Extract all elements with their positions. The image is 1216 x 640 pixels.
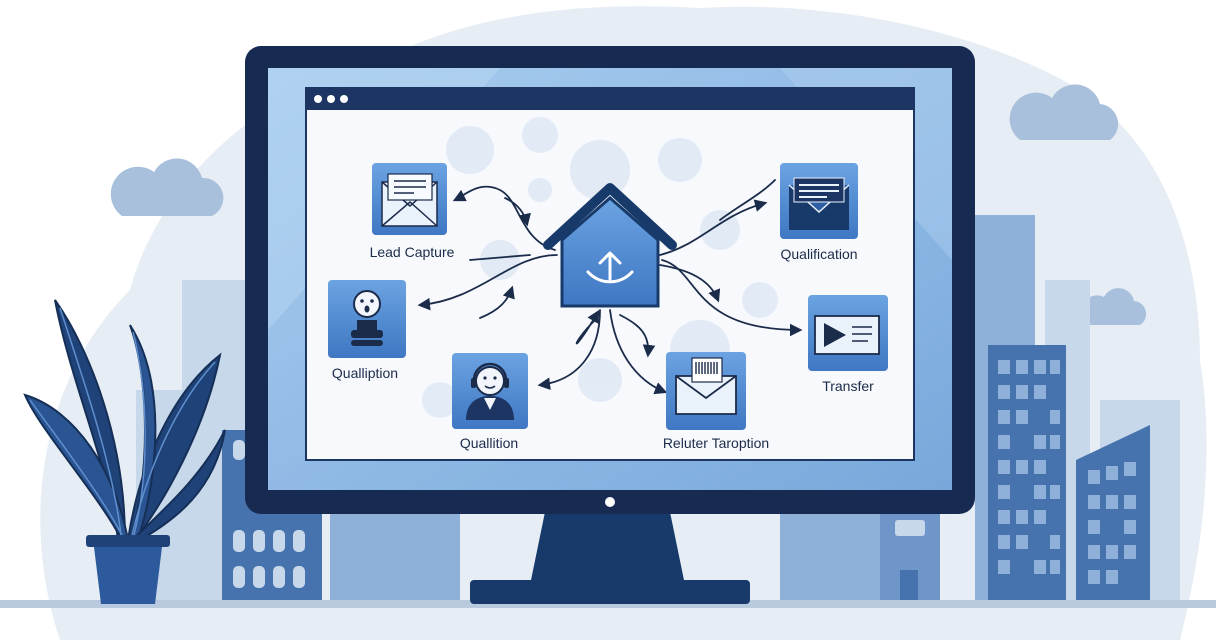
- play-screen-icon: [808, 295, 888, 371]
- cloud-icon: [110, 158, 224, 216]
- reluter-taroption-label: Reluter Taroption: [662, 435, 770, 451]
- monitor-stand: [470, 512, 750, 604]
- plant-icon: [23, 299, 226, 604]
- lead-capture-label: Lead Capture: [369, 244, 455, 260]
- flow-arrows: [417, 179, 803, 395]
- house-icon: [543, 183, 677, 308]
- cloud-icon: [1009, 84, 1119, 140]
- qualliption-label: Qualliption: [331, 365, 399, 381]
- person-avatar-icon: [328, 280, 406, 358]
- window-dot-3: [340, 95, 348, 103]
- window-dot-2: [327, 95, 335, 103]
- power-led: [605, 497, 615, 507]
- transfer-label: Transfer: [822, 378, 874, 394]
- open-envelope-icon: [780, 163, 858, 239]
- window-dot-1: [314, 95, 322, 103]
- cloud-icon: [1081, 288, 1147, 325]
- lead-capture-icon: [372, 163, 447, 235]
- qualification-label: Qualification: [780, 246, 858, 262]
- quallition-label: Quallition: [459, 435, 519, 451]
- agent-avatar-icon: [452, 353, 528, 429]
- barcode-envelope-icon: [666, 352, 746, 430]
